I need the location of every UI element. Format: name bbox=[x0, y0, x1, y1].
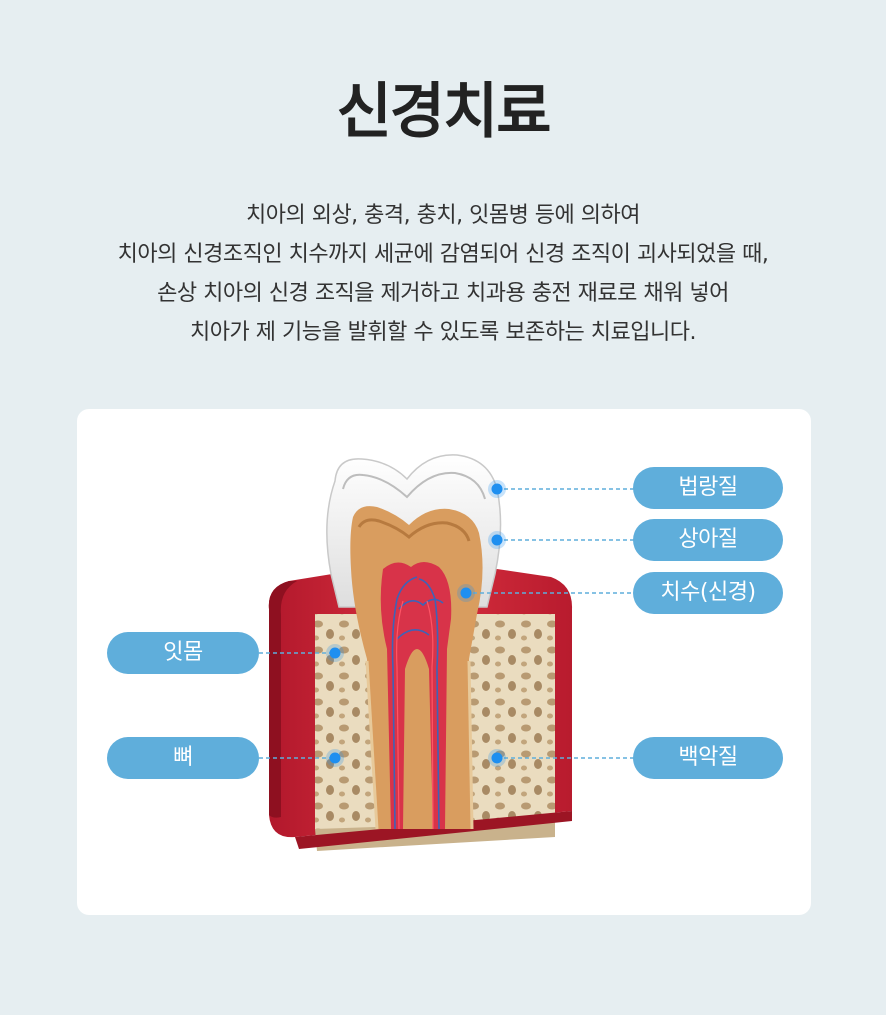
page-title: 신경치료 bbox=[336, 77, 552, 147]
label-enamel: 법랑질 bbox=[633, 467, 783, 509]
label-cementum: 백악질 bbox=[633, 737, 783, 779]
description-line: 치아가 제 기능을 발휘할 수 있도록 보존하는 치료입니다. bbox=[190, 320, 696, 345]
label-gum: 잇몸 bbox=[107, 632, 259, 674]
label-pulp: 치수(신경) bbox=[633, 572, 783, 614]
description-line: 치아의 신경조직인 치수까지 세균에 감염되어 신경 조직이 괴사되었을 때, bbox=[117, 242, 769, 267]
label-bone: 뼈 bbox=[107, 737, 259, 779]
tooth-diagram-card: 법랑질 상아질 치수(신경) 잇몸 뼈 백악질 bbox=[77, 409, 811, 915]
tooth bbox=[326, 454, 502, 830]
markers bbox=[326, 480, 506, 767]
description-line: 손상 치아의 신경 조직을 제거하고 치과용 충전 재료로 채워 넣어 bbox=[157, 281, 729, 306]
description-line: 치아의 외상, 충격, 충치, 잇몸병 등에 의하여 bbox=[245, 203, 641, 228]
tooth-cross-section-illustration bbox=[259, 454, 635, 851]
description: 치아의 외상, 충격, 충치, 잇몸병 등에 의하여 치아의 신경조직인 치수까… bbox=[0, 196, 886, 352]
label-dentin: 상아질 bbox=[633, 519, 783, 561]
leader-lines bbox=[259, 488, 635, 759]
